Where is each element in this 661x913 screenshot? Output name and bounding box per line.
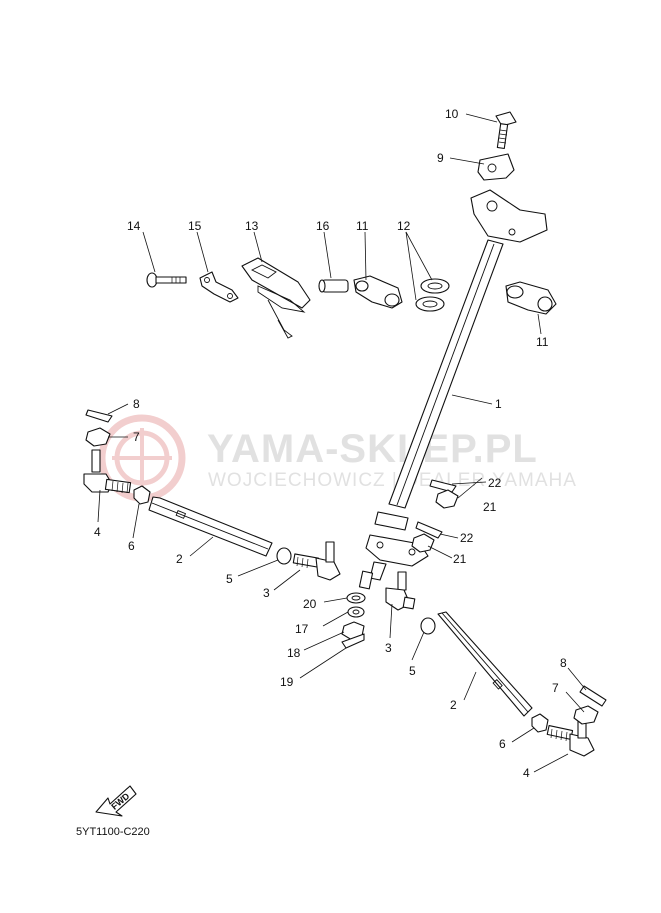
nut-6-left[interactable] <box>133 485 151 505</box>
callout-22a: 22 <box>488 476 502 490</box>
column-holder-upper[interactable] <box>477 153 515 181</box>
callout-2b: 2 <box>450 698 457 712</box>
nut-5-left[interactable] <box>276 547 292 565</box>
callout-20: 20 <box>303 597 317 611</box>
cotter-pin-19[interactable] <box>341 633 365 649</box>
callout-13: 13 <box>245 219 259 233</box>
callout-21a: 21 <box>483 500 497 514</box>
cotter-pin-8-right[interactable] <box>579 685 607 707</box>
nut-7-left[interactable] <box>85 427 111 447</box>
fwd-arrow-icon: FWD <box>95 785 137 817</box>
nut-6-right[interactable] <box>531 713 549 733</box>
column-holder-right[interactable] <box>505 281 557 315</box>
watermark-title: YAMA-SKLEP.PL <box>207 427 538 471</box>
washer-17[interactable] <box>347 606 365 618</box>
callout-8b: 8 <box>560 656 567 670</box>
callout-14: 14 <box>127 219 141 233</box>
callout-17: 17 <box>295 622 309 636</box>
callout-2a: 2 <box>176 552 183 566</box>
callout-7b: 7 <box>552 681 559 695</box>
callout-6b: 6 <box>499 737 506 751</box>
bracket-15[interactable] <box>199 271 239 303</box>
callout-11b: 11 <box>536 335 549 349</box>
callout-5b: 5 <box>409 664 416 678</box>
nut-7-right[interactable] <box>573 705 599 725</box>
callout-7a: 7 <box>133 430 140 444</box>
nut-21-lower[interactable] <box>411 533 435 553</box>
callout-10: 10 <box>445 107 459 121</box>
diagram-code: 5YT1100-C220 <box>76 826 150 838</box>
tie-rod-end-3-left[interactable] <box>292 541 341 581</box>
callout-3b: 3 <box>385 641 392 655</box>
callout-18: 18 <box>287 646 301 660</box>
callout-5a: 5 <box>226 572 233 586</box>
callout-15: 15 <box>188 219 202 233</box>
callout-6a: 6 <box>128 539 135 553</box>
watermark-subtitle: WOJCIECHOWICZ | DEALER YAMAHA <box>208 470 577 491</box>
leader-lines <box>97 113 587 773</box>
bolt-14[interactable] <box>146 272 187 288</box>
steering-column[interactable] <box>358 189 548 590</box>
callout-16: 16 <box>316 219 330 233</box>
column-holder-left[interactable] <box>353 275 403 309</box>
callout-21b: 21 <box>453 552 467 566</box>
callout-22b: 22 <box>460 531 474 545</box>
tie-rod-end-4-left[interactable] <box>83 449 132 494</box>
tie-rod-left[interactable] <box>148 496 273 557</box>
callout-19: 19 <box>280 675 294 689</box>
washer-20[interactable] <box>346 592 366 604</box>
tie-rod-end-4-right[interactable] <box>546 717 595 757</box>
callout-4a: 4 <box>94 525 101 539</box>
flange-bolt[interactable] <box>495 111 517 149</box>
collar-16[interactable] <box>318 279 349 293</box>
nut-5-right[interactable] <box>420 617 436 635</box>
tie-rod-end-3-right[interactable] <box>385 571 416 611</box>
nut-21-upper[interactable] <box>435 489 459 509</box>
tie-rod-right[interactable] <box>437 611 533 717</box>
plate-13[interactable] <box>241 257 311 339</box>
callout-12: 12 <box>397 219 411 233</box>
cotter-pin-22-lower[interactable] <box>415 521 443 539</box>
bushing-12[interactable] <box>415 278 450 312</box>
callout-8a: 8 <box>133 397 140 411</box>
callout-3a: 3 <box>263 586 270 600</box>
callout-4b: 4 <box>523 766 530 780</box>
callout-1: 1 <box>495 397 502 411</box>
cotter-pin-8-left[interactable] <box>85 409 113 423</box>
callout-9: 9 <box>437 151 444 165</box>
callout-labels: 10 9 14 15 13 16 11 12 11 1 8 7 4 6 2 5 … <box>94 107 567 780</box>
callout-11a: 11 <box>356 219 369 233</box>
